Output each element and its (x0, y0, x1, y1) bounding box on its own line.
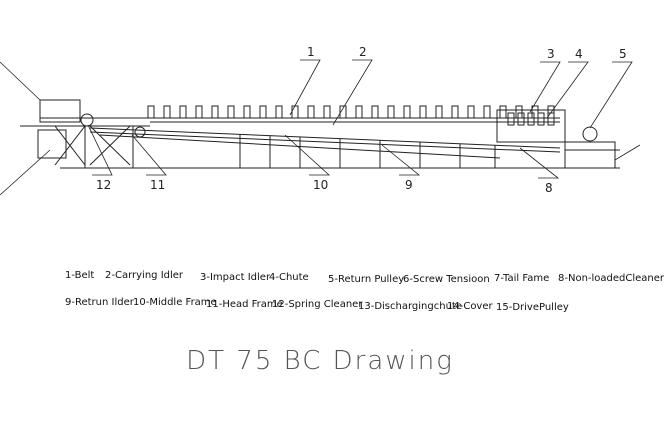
conveyor-structure (20, 99, 620, 169)
carrying-idler-21 (467, 105, 475, 119)
head-pulley (80, 113, 94, 127)
carrying-idler-15 (371, 105, 379, 119)
leader-9 (381, 144, 421, 176)
middle-frame-lower (89, 131, 561, 153)
impact-idler-1 (507, 112, 515, 126)
carrying-idler-1 (147, 105, 155, 119)
carrying-idler-3 (179, 105, 187, 119)
carrying-idler-23 (499, 105, 507, 119)
head-frame-brace-4 (89, 125, 131, 166)
legend-belt: 1-Belt (65, 270, 95, 281)
leader-10 (284, 134, 331, 176)
leader-11 (131, 134, 167, 176)
drawing-title: DT 75 BC Drawing (186, 346, 454, 376)
leader-right-lower (614, 144, 641, 161)
middle-frame-upper (89, 127, 561, 149)
legend-chute: 4-Chute (269, 272, 309, 283)
discharge-chute-box (37, 129, 67, 159)
callout-5: 5 (619, 47, 627, 61)
callout-4: 4 (575, 47, 583, 61)
carrying-idler-10 (291, 105, 299, 119)
legend-return-pulley: 5-Return Pulley (328, 274, 405, 285)
snub-pulley (134, 126, 146, 138)
impact-idler-3 (527, 112, 535, 126)
legend-drive-pulley: 15-DrivePulley (496, 302, 569, 313)
carrying-idler-26 (547, 105, 555, 119)
carrying-idler-8 (259, 105, 267, 119)
impact-idler-4 (537, 112, 545, 126)
leader-1 (289, 59, 321, 116)
legend-non-loaded-cleaner: 8-Non-loadedCleaner (558, 273, 664, 284)
callout-2: 2 (359, 45, 367, 59)
callout-11: 11 (150, 178, 165, 192)
drive-housing (39, 99, 81, 123)
carrying-idler-24 (515, 105, 523, 119)
tail-frame (564, 141, 616, 169)
carrying-idler-18 (419, 105, 427, 119)
tail-pulley (582, 126, 598, 142)
carrying-idler-17 (403, 105, 411, 119)
callout-3: 3 (547, 47, 555, 61)
leader-12 (87, 124, 113, 176)
callout-12: 12 (96, 178, 111, 192)
legend-return-idler: 9-Retrun Ilder (65, 297, 134, 308)
leader-3 (529, 61, 561, 113)
legend-head-frame: 11-Head Frame (206, 299, 283, 310)
carrying-idler-16 (387, 105, 395, 119)
loading-chute (496, 109, 566, 143)
legend-spring-cleaner: 12-Spring Cleaner (272, 299, 363, 310)
conveyor-drawing: 1 2 3 4 5 12 11 10 9 8 (0, 45, 641, 196)
legend-cover: 14-Cover (447, 301, 493, 312)
legend-impact-idler: 3-Impact Idler (200, 272, 271, 283)
callout-1: 1 (307, 45, 315, 59)
callout-leaders (0, 59, 641, 196)
carrying-idler-20 (451, 105, 459, 119)
leader-left-upper (0, 61, 41, 101)
callout-8: 8 (545, 181, 553, 195)
carrying-idler-25 (531, 105, 539, 119)
carrying-idler-14 (355, 105, 363, 119)
carrying-idler-6 (227, 105, 235, 119)
carrying-idler-19 (435, 105, 443, 119)
carrying-idler-2 (163, 105, 171, 119)
carrying-idlers (147, 105, 555, 126)
head-frame-brace-2 (54, 125, 86, 166)
callout-9: 9 (405, 178, 413, 192)
carrying-idler-7 (243, 105, 251, 119)
carrying-idler-13 (339, 105, 347, 119)
impact-idler-2 (517, 112, 525, 126)
leader-left-lower (0, 149, 51, 196)
legend-carrying-idler: 2-Carrying Idler (105, 270, 184, 281)
carrying-idler-5 (211, 105, 219, 119)
carrying-idler-9 (275, 105, 283, 119)
leader-4 (546, 61, 589, 119)
leader-5 (589, 61, 633, 129)
carrying-idler-4 (195, 105, 203, 119)
legend-screw-tension: 6-Screw Tensioon (403, 274, 490, 285)
legend-middle-frame: 10-Middle Frame (133, 297, 217, 308)
carrying-idler-12 (323, 105, 331, 119)
carrying-idler-11 (307, 105, 315, 119)
callout-10: 10 (313, 178, 328, 192)
leader-2 (332, 59, 373, 126)
carrying-idler-22 (483, 105, 491, 119)
legend-tail-frame: 7-Tail Fame (494, 273, 550, 284)
leader-8 (519, 147, 560, 179)
legend-discharging-chute: 13-Dischargingchute (358, 301, 462, 312)
